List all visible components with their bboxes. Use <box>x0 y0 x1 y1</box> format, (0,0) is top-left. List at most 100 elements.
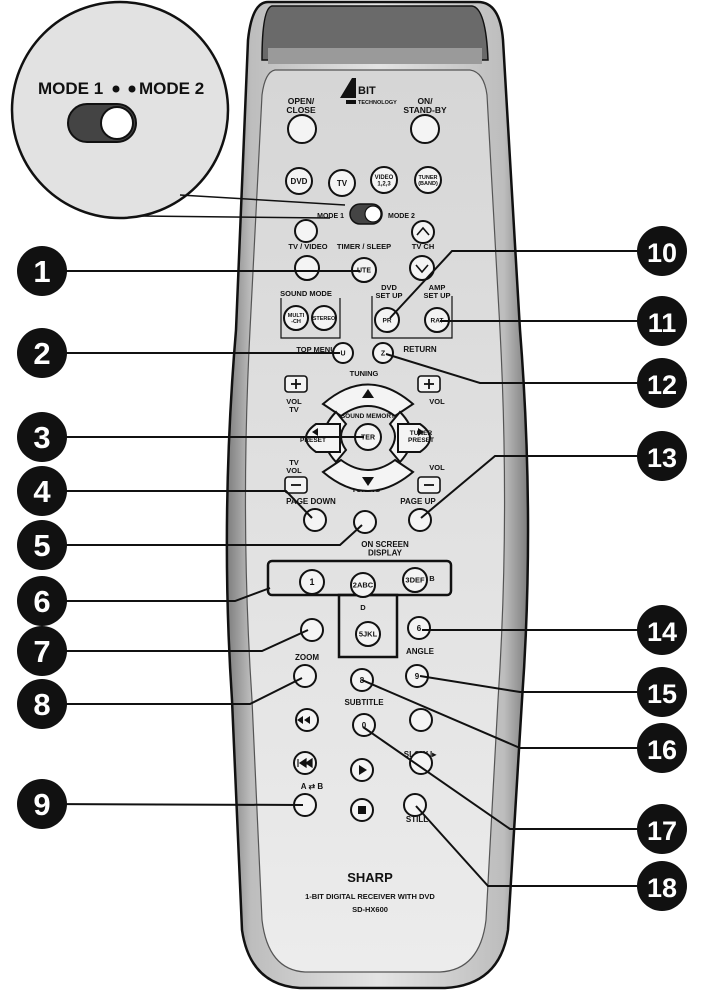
callout-line-13 <box>420 455 662 519</box>
page-down-label: PAGE DOWN <box>286 497 336 506</box>
tuner-button[interactable]: TUNER(BAND) <box>414 166 442 194</box>
tuning-top-label: TUNING <box>350 369 379 378</box>
callout-line-8 <box>42 677 303 705</box>
callout-1: 1 <box>17 246 67 296</box>
tv-button-text: TV <box>337 179 348 188</box>
callout-line-5 <box>42 524 363 546</box>
callout-line-15 <box>419 675 662 693</box>
page-up-label: PAGE UP <box>400 497 436 506</box>
mode1-label-small: MODE 1 <box>317 213 344 220</box>
on-standby-button[interactable] <box>410 114 440 144</box>
sound-mode-bracket <box>280 298 341 339</box>
num-9-button-text: 9 <box>415 672 420 681</box>
angle-label: ANGLE <box>406 647 435 656</box>
num-9-button[interactable]: 9 <box>405 664 429 688</box>
callout-4: 4 <box>17 466 67 516</box>
return-button[interactable]: Z <box>372 342 394 364</box>
mute-button[interactable]: UTE <box>351 257 377 283</box>
svg-text:TECHNOLOGY: TECHNOLOGY <box>358 100 397 106</box>
ffwd-button[interactable] <box>409 708 433 732</box>
open-close-button[interactable] <box>287 114 317 144</box>
callout-number-17: 17 <box>647 816 677 846</box>
callout-line-18 <box>415 805 662 887</box>
mode2-label-small: MODE 2 <box>388 213 415 220</box>
tv-ch-up-button[interactable] <box>411 220 435 244</box>
callout-10: 10 <box>637 226 687 276</box>
callout-3: 3 <box>17 412 67 462</box>
num-6-button[interactable]: 6 <box>407 616 431 640</box>
callout-13: 13 <box>637 431 687 481</box>
tv-ch-down-button[interactable] <box>409 255 435 281</box>
callout-number-3: 3 <box>33 420 50 455</box>
num-3-button-text: 3DEF <box>405 576 425 585</box>
sound-memory-label: SOUND MEMORY <box>341 413 396 420</box>
timer-sleep-label: TIMER / SLEEP <box>337 242 391 251</box>
callout-number-5: 5 <box>33 528 50 563</box>
num-6-button-text: 6 <box>417 624 422 633</box>
ir-window <box>261 5 489 61</box>
tuning-down-button[interactable] <box>321 458 415 492</box>
callout-12: 12 <box>637 358 687 408</box>
callout-line-12 <box>385 353 662 384</box>
model-description: 1-BIT DIGITAL RECEIVER WITH DVD <box>305 892 435 901</box>
return-label: RETURN <box>403 345 437 354</box>
enter-button-text: TER <box>361 434 375 441</box>
callout-number-15: 15 <box>647 679 677 709</box>
callout-number-2: 2 <box>33 336 50 371</box>
mode2-label-large: MODE 2 <box>139 79 204 98</box>
callout-15: 15 <box>637 667 687 717</box>
num-1-button-text: 1 <box>309 577 314 587</box>
tuner-button-text: TUNER(BAND) <box>418 175 438 187</box>
tv-video-button[interactable] <box>294 255 320 281</box>
zoom-label: ZOOM <box>295 653 319 662</box>
multi-ch-button[interactable]: MULTI-CH <box>283 305 309 331</box>
num-5-button[interactable]: 5JKL <box>355 621 381 647</box>
num-4-button[interactable] <box>300 618 324 642</box>
callout-number-16: 16 <box>647 735 677 765</box>
callout-number-8: 8 <box>33 687 50 722</box>
vol-lower-right-label: VOL <box>429 463 445 472</box>
tv-vol-down-button[interactable] <box>284 476 308 494</box>
amp-setup-button-text: RAT <box>431 317 444 324</box>
vol-up-button[interactable] <box>417 375 441 393</box>
tv-ch-label: TV CH <box>412 242 435 251</box>
tv-power-button[interactable] <box>294 219 318 243</box>
num-0-button-text: 0 <box>362 721 367 730</box>
enter-button[interactable]: TER <box>354 423 382 451</box>
subtitle-label: SUBTITLE <box>344 698 384 707</box>
callout-number-9: 9 <box>33 787 50 822</box>
stereo-button[interactable]: STEREO <box>311 305 337 331</box>
cursor-pad: PRESETTUNERPRESET <box>300 383 434 492</box>
tv-vol-up-button[interactable] <box>284 375 308 393</box>
setup-bracket <box>371 296 453 339</box>
num-2-button[interactable]: 2ABC <box>350 572 376 598</box>
multi-ch-button-text: MULTI-CH <box>288 313 305 325</box>
callout-line-6 <box>42 587 271 602</box>
dvd-button-text: DVD <box>291 177 308 186</box>
callout-17: 17 <box>637 804 687 854</box>
tv-button[interactable]: TV <box>328 169 356 197</box>
num-7-button[interactable] <box>293 664 317 688</box>
mode-switch-knob <box>364 205 382 223</box>
tuning-up-button[interactable] <box>321 383 415 418</box>
on-standby-label: ON/STAND-BY <box>403 96 447 115</box>
num-1-button[interactable]: 1 <box>299 569 325 595</box>
svg-text:BIT: BIT <box>358 85 376 97</box>
skip-fwd-button[interactable] <box>409 751 433 775</box>
num-3-button[interactable]: 3DEF <box>402 567 428 593</box>
callout-8: 8 <box>17 679 67 729</box>
callout-number-4: 4 <box>33 474 51 509</box>
callout-number-14: 14 <box>647 617 677 647</box>
callout-16: 16 <box>637 723 687 773</box>
vol-down-button[interactable] <box>417 476 441 494</box>
dvd-button[interactable]: DVD <box>285 167 313 195</box>
callout-number-10: 10 <box>647 238 677 268</box>
callout-11: 11 <box>637 296 687 346</box>
